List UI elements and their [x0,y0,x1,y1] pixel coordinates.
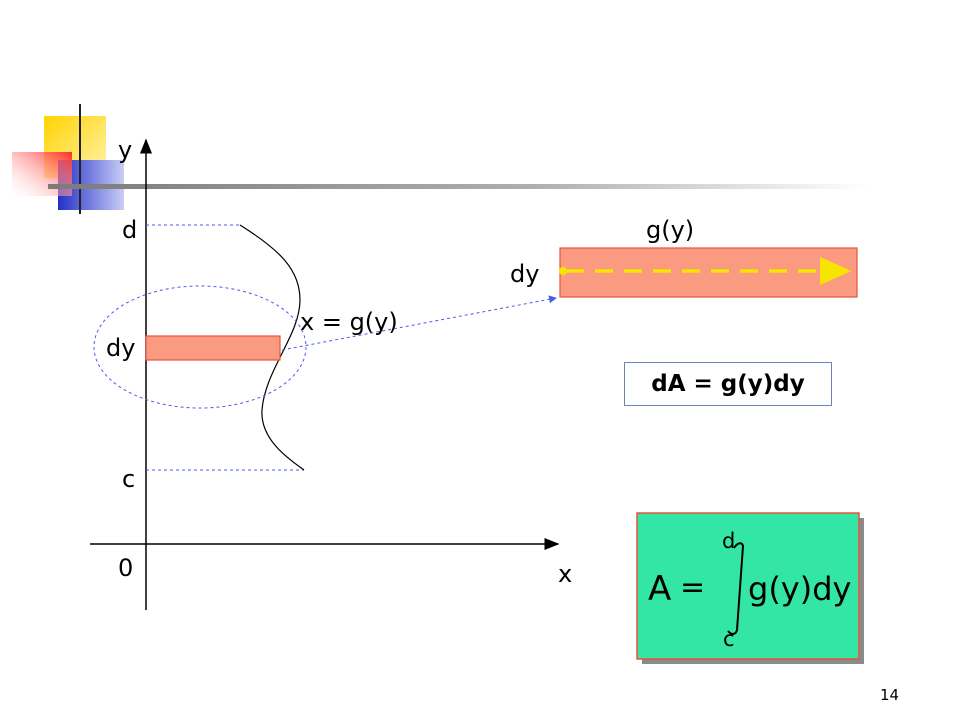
enlarged-strip-length-label: g(y) [646,216,694,244]
curve-label: x = g(y) [300,308,398,336]
logo-red-square [12,152,72,196]
title-rule [48,184,868,189]
origin-label: 0 [118,554,133,582]
page-number: 14 [880,686,900,704]
integral-integrand: g(y)dy [748,570,851,608]
decorative-logo [12,104,868,214]
length-arrow-start-dot [559,267,567,275]
zoom-connector-arrow [281,295,557,351]
lower-bound-label: c [122,465,135,493]
y-axis-label: y [118,136,132,164]
integral-formula: A = d c g(y)dy [636,512,864,664]
strip-thickness-label: dy [106,334,135,362]
thin-strip [145,335,281,361]
differential-area-box: dA = g(y)dy [624,362,832,406]
integral-sign [727,542,745,635]
enlarged-strip-thickness-label: dy [510,260,539,288]
differential-area-text: dA = g(y)dy [651,371,805,397]
integral-lhs: A [648,569,671,609]
integral-upper-limit: d [722,529,735,553]
x-axis-label: x [558,560,572,588]
integral-equals: = [680,570,705,605]
integral-lower-limit: c [723,627,735,651]
upper-bound-label: d [122,216,137,244]
highlight-ellipse [93,285,307,409]
formula-box [636,512,860,660]
curve-g-of-y [239,224,305,471]
